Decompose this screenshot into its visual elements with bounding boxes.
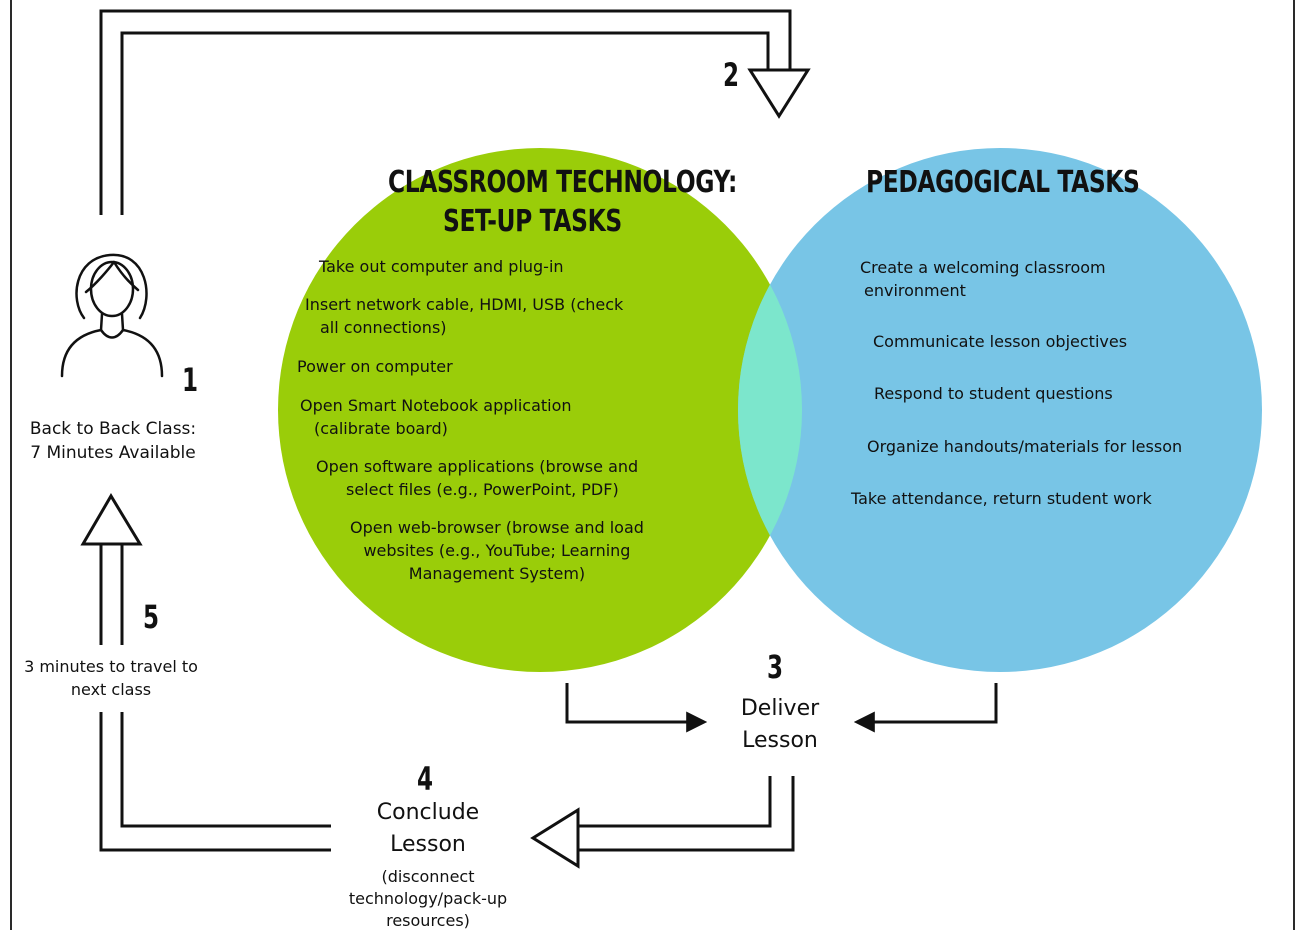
ped-task-4: Organize handouts/materials for lesson xyxy=(867,435,1182,458)
pedagogy-title: PEDAGOGICAL TASKS xyxy=(866,165,1140,200)
ped-task-5: Take attendance, return student work xyxy=(851,487,1152,510)
conclude-lesson-note: (disconnect technology/pack-up resources… xyxy=(318,866,538,930)
ped-task-3-text: Respond to student questions xyxy=(874,384,1113,403)
step1-line1: Back to Back Class: xyxy=(29,419,197,439)
technology-circle xyxy=(278,148,802,672)
step4-number: 4 xyxy=(417,760,434,798)
step5-label: 3 minutes to travel to next class xyxy=(4,655,218,701)
technology-title-line1: CLASSROOM TECHNOLOGY: xyxy=(388,165,738,200)
tech-task-6-line2: websites (e.g., YouTube; Learning xyxy=(363,541,631,560)
ped-task-2-text: Communicate lesson objectives xyxy=(873,332,1128,351)
tech-task-5-line2: select files (e.g., PowerPoint, PDF) xyxy=(346,480,619,499)
tech-task-1-text: Take out computer and plug-in xyxy=(319,257,564,276)
ped-task-2: Communicate lesson objectives xyxy=(873,330,1127,353)
step5-line1: 3 minutes to travel to xyxy=(24,657,198,676)
step3-number: 3 xyxy=(767,648,784,686)
ped-task-4-text: Organize handouts/materials for lesson xyxy=(867,437,1183,456)
tech-task-6-line1: Open web-browser (browse and load xyxy=(350,518,644,537)
deliver-lesson-label: Deliver Lesson xyxy=(715,693,845,757)
tech-task-2-line2: all connections) xyxy=(320,318,447,337)
tech-task-5: Open software applications (browse and s… xyxy=(316,455,638,501)
tech-task-3: Power on computer xyxy=(297,355,453,378)
step3-connectors xyxy=(565,683,998,733)
ped-task-3: Respond to student questions xyxy=(874,382,1113,405)
step4-arrow xyxy=(530,776,795,869)
tech-task-5-line1: Open software applications (browse and xyxy=(316,457,639,476)
tech-task-2-line1: Insert network cable, HDMI, USB (check xyxy=(305,295,624,314)
step3-line1: Deliver xyxy=(740,696,820,721)
step2-number: 2 xyxy=(723,56,740,94)
conclude-lesson-label: Conclude Lesson xyxy=(338,797,518,861)
tech-task-1: Take out computer and plug-in xyxy=(319,255,564,278)
step4-note-line2: technology/pack-up xyxy=(348,889,508,908)
ped-task-1: Create a welcoming classroom environment xyxy=(860,256,1106,302)
step2-arrow xyxy=(99,9,811,215)
step1-number: 1 xyxy=(182,361,199,399)
tech-task-4: Open Smart Notebook application (calibra… xyxy=(300,394,572,440)
step1-label: Back to Back Class: 7 Minutes Available xyxy=(0,417,226,465)
ped-task-1-line1: Create a welcoming classroom xyxy=(860,258,1106,277)
technology-title-line2: SET-UP TASKS xyxy=(443,204,622,239)
step1-line2: 7 Minutes Available xyxy=(30,443,196,463)
pedagogy-circle xyxy=(738,148,1262,672)
step5-number: 5 xyxy=(143,598,160,636)
ped-task-5-text: Take attendance, return student work xyxy=(851,489,1152,508)
tech-task-4-line2: (calibrate board) xyxy=(314,419,448,438)
tech-task-4-line1: Open Smart Notebook application xyxy=(300,396,572,415)
tech-task-6-line3: Management System) xyxy=(408,564,586,583)
step5-line2: next class xyxy=(70,680,152,699)
tech-task-2: Insert network cable, HDMI, USB (check a… xyxy=(305,293,623,339)
step4-line2: Lesson xyxy=(390,832,466,857)
step4-note-line3: resources) xyxy=(386,911,470,930)
step4-note-line1: (disconnect xyxy=(381,867,475,886)
step3-line2: Lesson xyxy=(742,728,818,753)
tech-task-3-text: Power on computer xyxy=(297,357,453,376)
tech-task-6: Open web-browser (browse and load websit… xyxy=(350,516,644,585)
step5-arrow xyxy=(80,493,331,852)
person-outline-icon xyxy=(60,253,164,378)
step4-line1: Conclude xyxy=(376,800,480,825)
ped-task-1-line2: environment xyxy=(864,281,966,300)
